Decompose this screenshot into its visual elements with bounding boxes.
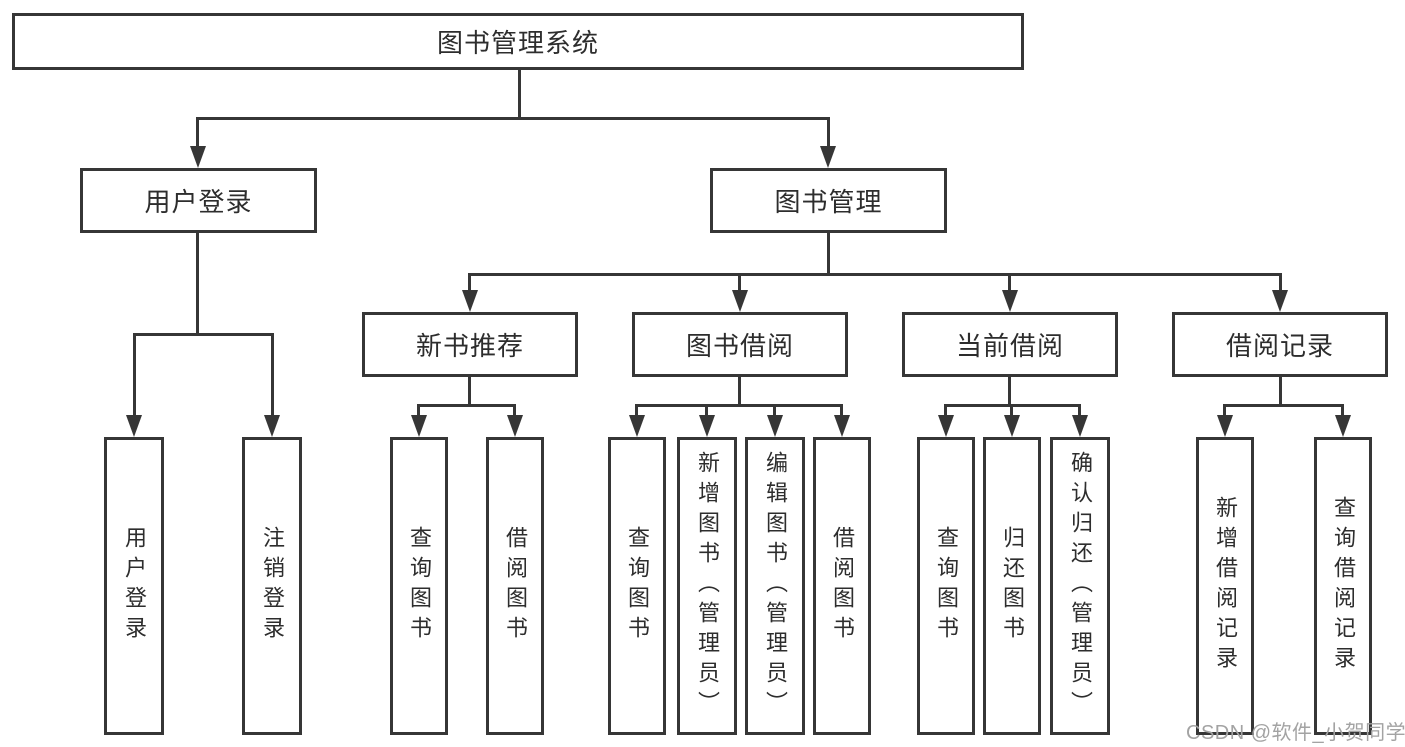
connector-line [1223,404,1343,407]
connector-line [635,404,638,418]
leaf-label: 确认归还（管理员） [1068,451,1093,721]
connector-line [635,404,843,407]
node-book-borrowing: 图书借阅 [632,312,848,377]
connector-line [196,233,199,336]
node-user-login: 用户登录 [80,168,317,233]
arrow-down-icon [938,415,954,437]
leaf-label: 新增借阅记录 [1213,496,1238,676]
leaf-query-borrow-record: 查询借阅记录 [1314,437,1372,735]
arrow-down-icon [264,415,280,437]
leaf-add-books-admin: 新增图书（管理员） [677,437,737,735]
connector-line [1341,404,1344,418]
leaf-label: 查询图书 [625,526,650,646]
connector-line [1279,273,1282,293]
leaf-user-login: 用户登录 [104,437,164,735]
leaf-label: 归还图书 [1000,526,1025,646]
arrow-down-icon [462,290,478,312]
connector-line [1010,404,1013,418]
connector-line [271,333,274,417]
connector-line [738,377,741,407]
arrow-down-icon [411,415,427,437]
node-borrowing-records: 借阅记录 [1172,312,1388,377]
connector-line [513,404,516,418]
connector-line [738,273,741,293]
leaf-label: 查询借阅记录 [1331,496,1356,676]
leaf-borrow-books-recommend: 借阅图书 [486,437,544,735]
arrow-down-icon [1002,290,1018,312]
connector-line [1008,273,1011,293]
arrow-down-icon [126,415,142,437]
connector-line [417,404,516,407]
leaf-query-books-borrowing: 查询图书 [608,437,666,735]
arrow-down-icon [1217,415,1233,437]
leaf-query-books-current: 查询图书 [917,437,975,735]
connector-line [827,117,830,149]
leaf-return-books: 归还图书 [983,437,1041,735]
connector-line [944,404,947,418]
leaf-borrow-books: 借阅图书 [813,437,871,735]
connector-line [468,273,1282,276]
connector-line [133,333,136,417]
arrow-down-icon [699,415,715,437]
connector-line [705,404,708,418]
csdn-watermark: CSDN @软件_小贺同学 [1186,722,1405,744]
connector-line [468,377,471,407]
arrow-down-icon [190,146,206,168]
leaf-confirm-return-admin: 确认归还（管理员） [1050,437,1110,735]
arrow-down-icon [629,415,645,437]
arrow-down-icon [507,415,523,437]
leaf-query-books-recommend: 查询图书 [390,437,448,735]
arrow-down-icon [1004,415,1020,437]
connector-line [196,117,199,149]
leaf-add-borrow-record: 新增借阅记录 [1196,437,1254,735]
connector-line [827,233,830,276]
arrow-down-icon [1335,415,1351,437]
connector-line [1279,377,1282,407]
connector-line [518,70,521,120]
node-current-borrowing: 当前借阅 [902,312,1118,377]
leaf-label: 新增图书（管理员） [695,451,720,721]
arrow-down-icon [834,415,850,437]
arrow-down-icon [1072,415,1088,437]
leaf-label: 借阅图书 [830,526,855,646]
arrow-down-icon [767,415,783,437]
connector-line [1223,404,1226,418]
leaf-label: 查询图书 [934,526,959,646]
connector-line [468,273,471,293]
node-new-book-recommend: 新书推荐 [362,312,578,377]
arrow-down-icon [1272,290,1288,312]
connector-line [417,404,420,418]
leaf-label: 注销登录 [260,526,285,646]
leaf-logout: 注销登录 [242,437,302,735]
connector-line [1078,404,1081,418]
leaf-label: 编辑图书（管理员） [763,451,788,721]
leaf-edit-books-admin: 编辑图书（管理员） [745,437,805,735]
connector-line [133,333,274,336]
connector-line [840,404,843,418]
node-book-management: 图书管理 [710,168,947,233]
leaf-label: 查询图书 [407,526,432,646]
leaf-label: 用户登录 [122,526,147,646]
arrow-down-icon [732,290,748,312]
connector-line [773,404,776,418]
connector-line [196,117,830,120]
leaf-label: 借阅图书 [503,526,528,646]
node-library-system: 图书管理系统 [12,13,1024,70]
connector-line [1008,377,1011,407]
arrow-down-icon [820,146,836,168]
